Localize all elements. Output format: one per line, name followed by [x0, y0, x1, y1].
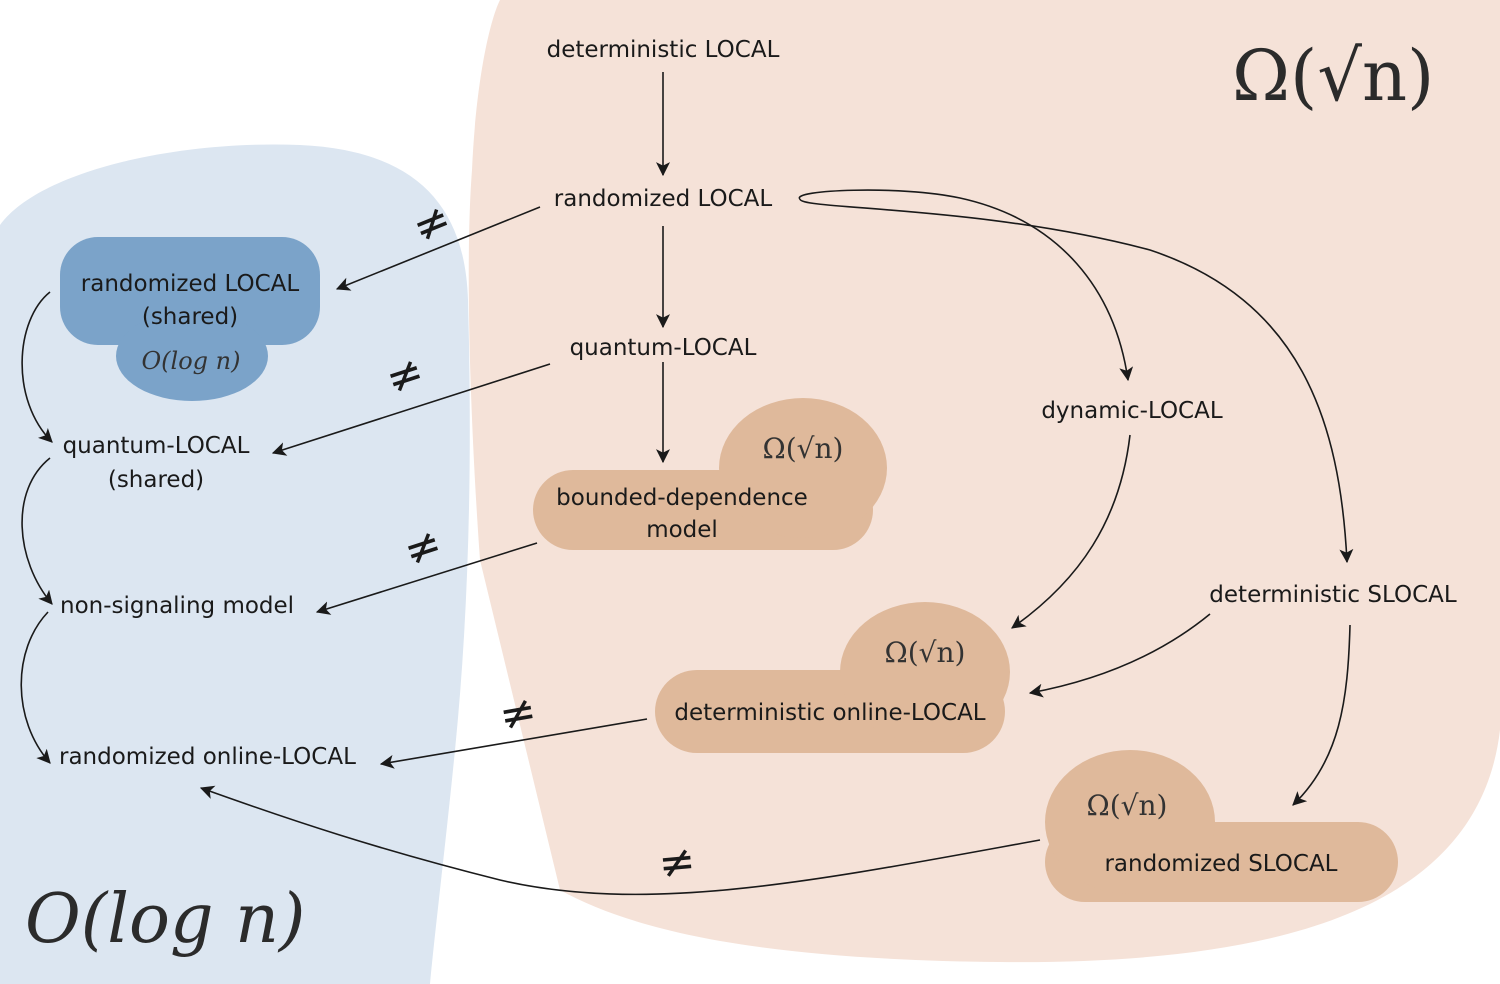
node-randomized-slocal: randomized SLOCAL — [1104, 851, 1337, 877]
bound-randomized-slocal: Ω(√n) — [1087, 789, 1168, 822]
bound-deterministic-online-local: Ω(√n) — [885, 636, 966, 669]
node-quantum-local-shared-line1: quantum-LOCAL — [63, 433, 250, 459]
blob-deterministic-online-local — [655, 602, 1010, 753]
edge-rand-shared-to-quantum-shared — [21, 291, 53, 443]
edge-dynamic-local-to-det-online-local — [1011, 434, 1131, 629]
node-deterministic-online-local: deterministic online-LOCAL — [674, 700, 985, 726]
bound-randomized-local-shared: O(log n) — [142, 347, 241, 375]
blob-bounded-dependence — [533, 398, 887, 550]
region-label-log-n: O(log n) — [25, 880, 305, 959]
edge-rand-slocal-not-implies-rand-online — [199, 785, 1041, 896]
node-bounded-dependence-line2: model — [646, 517, 718, 543]
blob-randomized-local-shared — [60, 237, 320, 401]
edge-rand-local-not-implies-rand-local-shared — [335, 206, 541, 291]
edge-quantum-shared-to-non-signaling — [21, 457, 53, 605]
node-deterministic-local: deterministic LOCAL — [547, 37, 780, 63]
edge-rand-local-to-det-slocal — [799, 198, 1354, 564]
neq-marker-4: ≠ — [495, 685, 540, 742]
node-quantum-local: quantum-LOCAL — [570, 335, 757, 361]
node-randomized-local-shared-line1: randomized LOCAL — [81, 271, 300, 297]
blob-randomized-slocal — [1045, 750, 1398, 902]
region-label-sqrt-n: Ω(√n) — [1232, 35, 1434, 117]
node-bounded-dependence-line1: bounded-dependence — [556, 485, 808, 511]
node-randomized-online-local: randomized online-LOCAL — [59, 744, 356, 770]
edge-quantum-local-not-implies-quantum-shared — [271, 363, 551, 456]
edge-det-slocal-to-rand-slocal — [1292, 624, 1351, 806]
bound-bounded-dependence: Ω(√n) — [763, 432, 844, 465]
node-randomized-local: randomized LOCAL — [554, 186, 773, 212]
neq-marker-5: ≠ — [656, 835, 697, 889]
edge-det-online-not-implies-rand-online — [379, 718, 648, 769]
node-dynamic-local: dynamic-LOCAL — [1041, 398, 1223, 424]
node-deterministic-slocal: deterministic SLOCAL — [1209, 582, 1457, 608]
node-randomized-local-shared-line2: (shared) — [142, 304, 238, 330]
edge-bounded-dependence-not-implies-non-signaling — [315, 542, 538, 615]
node-non-signaling-model: non-signaling model — [60, 593, 294, 619]
node-quantum-local-shared-line2: (shared) — [108, 467, 204, 493]
edge-det-slocal-to-det-online-local — [1028, 613, 1211, 698]
edge-non-signaling-to-rand-online — [20, 611, 51, 764]
edge-rand-local-to-dynamic-local — [798, 189, 1134, 382]
